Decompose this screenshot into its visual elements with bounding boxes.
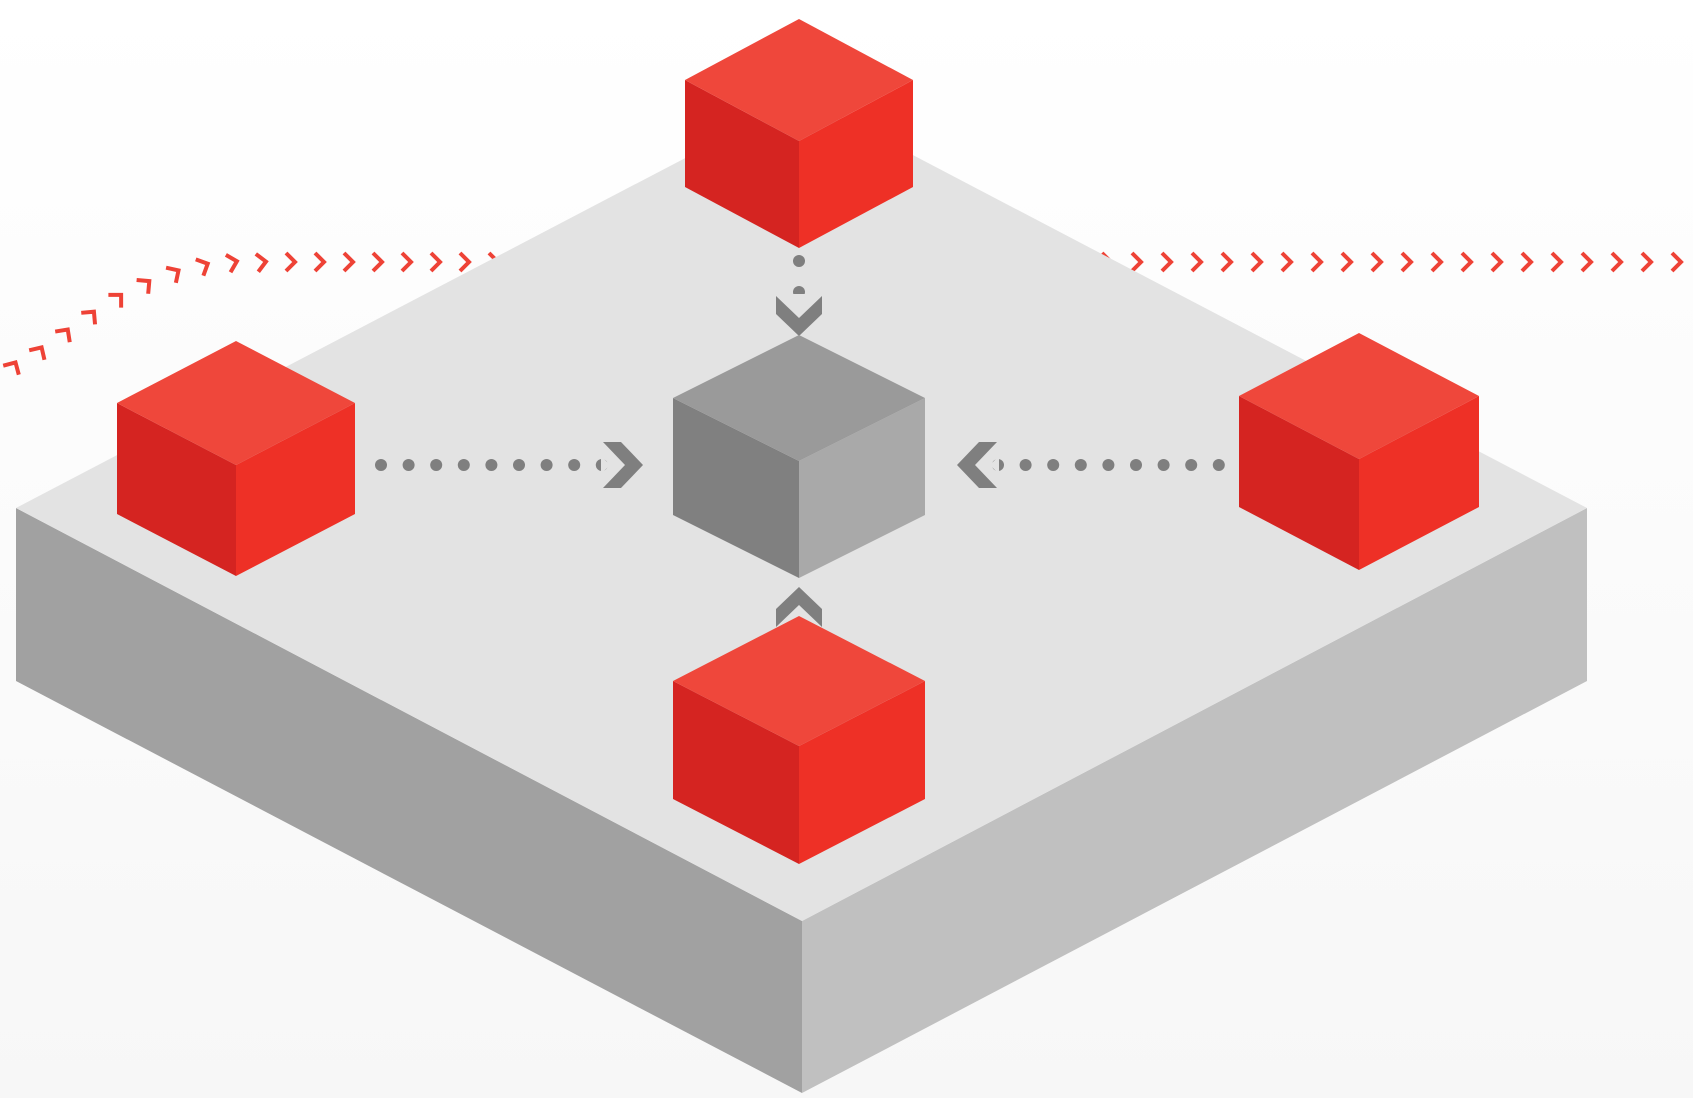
connector-dot bbox=[1019, 459, 1032, 471]
hub-cube-left-face bbox=[673, 398, 799, 578]
node-bottom-cube bbox=[673, 616, 925, 864]
node-left-cube bbox=[117, 341, 355, 576]
chevron-icon bbox=[165, 265, 181, 284]
chevron-icon bbox=[2, 359, 21, 376]
cubes bbox=[117, 19, 1479, 864]
platform-left-face bbox=[16, 508, 802, 1093]
connector-dot bbox=[1130, 459, 1142, 471]
node-bottom-cube-top-face bbox=[673, 616, 925, 746]
node-left-cube-top-face bbox=[117, 341, 355, 465]
platform-right-face bbox=[802, 508, 1587, 1093]
node-right-cube-left-face bbox=[1239, 396, 1359, 570]
chevron-icon bbox=[1670, 251, 1684, 273]
chevron-icon bbox=[1280, 251, 1294, 273]
node-right-cube bbox=[1239, 333, 1479, 570]
chevron-icon bbox=[371, 251, 385, 273]
chevron-icon bbox=[1160, 251, 1174, 273]
chevron-icon bbox=[1430, 251, 1444, 273]
chevron-icon bbox=[1250, 251, 1264, 273]
node-top-cube-left-face bbox=[685, 80, 799, 248]
connector-dot bbox=[1047, 459, 1060, 471]
chevron-icon bbox=[1490, 251, 1504, 273]
connector-dot bbox=[1212, 459, 1225, 471]
hub-cube bbox=[673, 335, 925, 578]
chevron-icon bbox=[28, 345, 47, 361]
chevron-icon bbox=[54, 327, 72, 343]
chevron-icon bbox=[313, 251, 327, 273]
chevron-icon bbox=[1400, 251, 1414, 273]
chevron-icon bbox=[1550, 251, 1564, 273]
chevron-icon bbox=[1310, 251, 1324, 273]
chevron-icon bbox=[429, 251, 443, 273]
connector-dot bbox=[485, 459, 498, 471]
chevron-icon bbox=[1610, 251, 1624, 273]
connector-dot bbox=[793, 255, 805, 267]
chevron-icon bbox=[1520, 251, 1534, 273]
node-right-cube-right-face bbox=[1359, 396, 1479, 570]
chevron-icon bbox=[136, 277, 152, 294]
chevron-icon bbox=[224, 253, 240, 274]
hub-cube-right-face bbox=[799, 398, 925, 578]
connector-dot bbox=[375, 459, 387, 471]
node-bottom-cube-left-face bbox=[673, 681, 799, 864]
connector-left-dots bbox=[375, 459, 608, 471]
chevron-icon bbox=[254, 252, 269, 273]
chevron-icon bbox=[1580, 251, 1594, 273]
chevron-icon bbox=[1370, 251, 1384, 273]
connector-dot bbox=[513, 459, 525, 471]
connector-dot bbox=[568, 459, 581, 471]
connector-dot bbox=[1102, 459, 1115, 471]
node-right-cube-top-face bbox=[1239, 333, 1479, 459]
connector-dot bbox=[540, 459, 553, 471]
connector-dot bbox=[402, 459, 415, 471]
node-top-cube-top-face bbox=[685, 19, 913, 141]
chevron-icon bbox=[400, 251, 414, 273]
connector-dot bbox=[1157, 459, 1170, 471]
connector-dot bbox=[1185, 459, 1198, 471]
connector-dot bbox=[457, 459, 470, 471]
chevron-icon bbox=[1130, 251, 1144, 273]
node-bottom-cube-right-face bbox=[799, 681, 925, 864]
chevron-icon bbox=[458, 251, 472, 273]
chevron-icon bbox=[1460, 251, 1474, 273]
chevron-icon bbox=[1190, 251, 1204, 273]
node-left-cube-left-face bbox=[117, 403, 236, 576]
arrow-right-icon bbox=[601, 442, 643, 488]
connector-dot bbox=[430, 459, 443, 471]
chevron-icon bbox=[108, 292, 124, 308]
node-top-cube-right-face bbox=[799, 80, 913, 248]
hub-cube-top-face bbox=[673, 335, 925, 461]
chevron-trail-left bbox=[2, 251, 501, 376]
node-top-cube bbox=[685, 19, 913, 248]
arrow-down-icon bbox=[776, 294, 822, 336]
connectors bbox=[375, 255, 1225, 629]
chevron-icon bbox=[1340, 251, 1354, 273]
chevron-icon bbox=[1220, 251, 1234, 273]
chevron-icon bbox=[342, 251, 356, 273]
connector-right-dots bbox=[992, 459, 1225, 471]
chevron-icon bbox=[1640, 251, 1654, 273]
node-left-cube-right-face bbox=[236, 403, 355, 576]
chevron-icon bbox=[81, 309, 98, 325]
connector-dot bbox=[1074, 459, 1087, 471]
chevron-icon bbox=[195, 257, 211, 277]
arrow-left-icon bbox=[957, 442, 999, 488]
chevron-icon bbox=[284, 251, 298, 273]
